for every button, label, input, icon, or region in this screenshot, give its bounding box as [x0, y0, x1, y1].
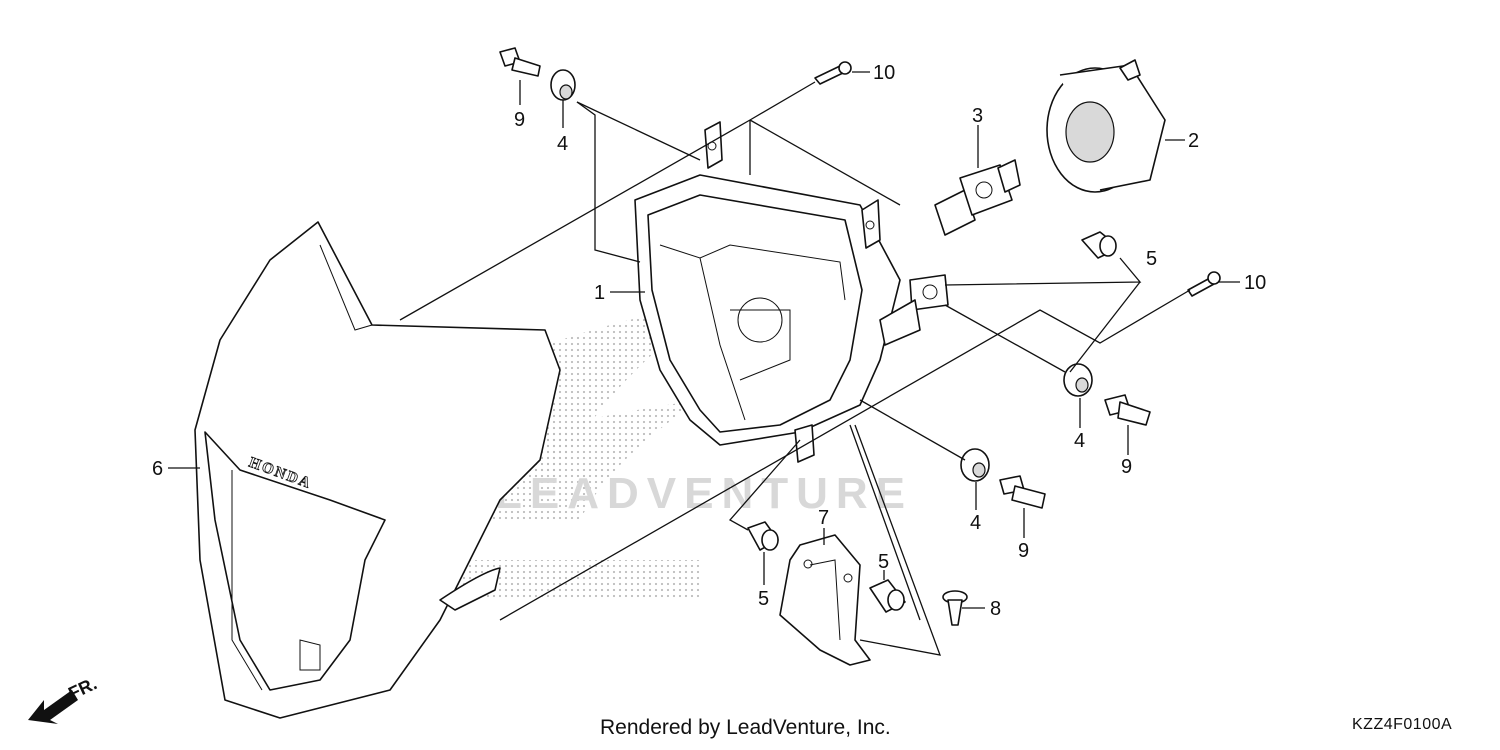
- collar-5-right[interactable]: [1081, 231, 1117, 259]
- grommet-4-lower[interactable]: [960, 448, 990, 482]
- callout-9-right[interactable]: 9: [1121, 456, 1132, 478]
- callout-5-bracket[interactable]: 5: [878, 551, 889, 573]
- callout-10-right[interactable]: 10: [1244, 272, 1266, 294]
- bolt-9-right[interactable]: [1104, 394, 1151, 426]
- grommet-4-top[interactable]: [550, 69, 576, 101]
- front-fairing[interactable]: HONDA: [194, 221, 561, 719]
- callout-7[interactable]: 7: [818, 507, 829, 529]
- callout-4-right[interactable]: 4: [1074, 430, 1085, 452]
- front-arrow-icon: [28, 690, 78, 724]
- callout-6[interactable]: 6: [152, 458, 163, 480]
- callout-3[interactable]: 3: [972, 105, 983, 127]
- callout-2[interactable]: 2: [1188, 130, 1199, 152]
- screw-8[interactable]: [942, 590, 968, 626]
- callout-5-left[interactable]: 5: [758, 588, 769, 610]
- callout-5-right[interactable]: 5: [1146, 248, 1157, 270]
- leader-lines: [168, 71, 1240, 656]
- callout-9-top[interactable]: 9: [514, 109, 525, 131]
- grommet-4-right[interactable]: [1063, 363, 1093, 397]
- collar-5-bracket[interactable]: [869, 579, 906, 613]
- callout-1[interactable]: 1: [594, 282, 605, 304]
- callout-4-lower[interactable]: 4: [970, 512, 981, 534]
- front-direction-marker: FR.: [28, 673, 100, 724]
- bolt-9-top[interactable]: [499, 47, 541, 77]
- callout-8[interactable]: 8: [990, 598, 1001, 620]
- callout-10-top[interactable]: 10: [873, 62, 895, 84]
- headlight-bracket[interactable]: [779, 534, 871, 666]
- watermark-text: LEADVENTURE: [495, 469, 913, 518]
- screw-10-right[interactable]: [1187, 271, 1221, 297]
- diagram-code: KZZ4F0100A: [1352, 716, 1453, 733]
- callout-9-lower[interactable]: 9: [1018, 540, 1029, 562]
- headlight-bulb[interactable]: [934, 159, 1021, 236]
- dust-cover[interactable]: [1046, 59, 1166, 193]
- callout-4-top[interactable]: 4: [557, 133, 568, 155]
- render-credit: Rendered by LeadVenture, Inc.: [600, 716, 891, 739]
- headlight-assembly[interactable]: [634, 121, 949, 463]
- screw-10-top[interactable]: [814, 61, 852, 85]
- bolt-9-lower[interactable]: [999, 475, 1046, 509]
- collar-5-left[interactable]: [747, 521, 779, 551]
